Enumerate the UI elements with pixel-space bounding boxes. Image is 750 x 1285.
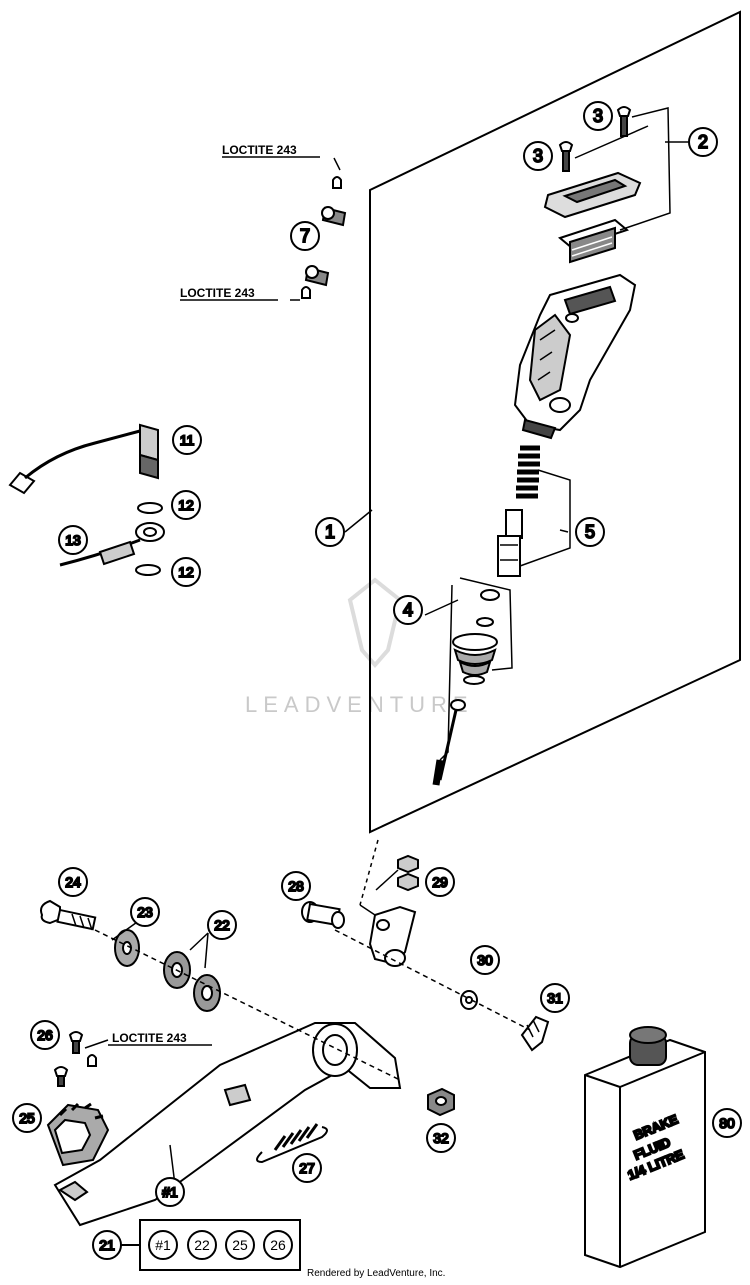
- svg-text:13: 13: [65, 532, 81, 548]
- svg-text:26: 26: [270, 1237, 286, 1253]
- kit-item-2[interactable]: 22: [187, 1230, 217, 1260]
- svg-text:29: 29: [432, 874, 448, 890]
- brake-fluid-can: BRAKE FLUID 1/4 LITRE: [584, 1026, 706, 1269]
- callout-26[interactable]: 26: [30, 1020, 60, 1050]
- svg-text:22: 22: [194, 1237, 210, 1253]
- callout-25[interactable]: 25: [12, 1103, 42, 1133]
- svg-text:#1: #1: [155, 1237, 171, 1253]
- svg-text:2: 2: [698, 132, 708, 152]
- callout-11[interactable]: 11: [172, 425, 202, 455]
- callout-28[interactable]: 28: [281, 871, 311, 901]
- callout-3-top[interactable]: 3: [583, 101, 613, 131]
- callout-1[interactable]: 1: [315, 517, 345, 547]
- svg-text:4: 4: [403, 600, 413, 620]
- svg-text:23: 23: [137, 904, 153, 920]
- svg-text:21: 21: [99, 1237, 115, 1253]
- svg-text:27: 27: [299, 1160, 315, 1176]
- callout-31[interactable]: 31: [540, 983, 570, 1013]
- callout-24[interactable]: 24: [58, 867, 88, 897]
- callout-12-top[interactable]: 12: [171, 490, 201, 520]
- piston-spring: [516, 445, 540, 499]
- loctite-label-bottom: LOCTITE 243: [108, 1031, 212, 1046]
- svg-text:31: 31: [547, 990, 563, 1006]
- svg-text:22: 22: [214, 917, 230, 933]
- master-cylinder-body: [513, 273, 637, 440]
- svg-text:25: 25: [19, 1110, 35, 1126]
- kit-item-4[interactable]: 26: [263, 1230, 293, 1260]
- callout-29[interactable]: 29: [425, 867, 455, 897]
- callout-5[interactable]: 5: [575, 517, 605, 547]
- screw-7-group: [290, 157, 347, 301]
- screw-3-left: [558, 141, 574, 172]
- callout-13[interactable]: 13: [58, 525, 88, 555]
- svg-text:11: 11: [180, 432, 195, 448]
- brake-switch-group: [8, 423, 165, 576]
- callout-7[interactable]: 7: [290, 221, 320, 251]
- callout-21[interactable]: 21: [92, 1230, 122, 1260]
- svg-text:28: 28: [288, 878, 304, 894]
- lower-leader-lines: [84, 869, 531, 1186]
- callout-12-bottom[interactable]: 12: [171, 557, 201, 587]
- callout-22[interactable]: 22: [207, 910, 237, 940]
- seal-ring: [476, 589, 500, 627]
- loctite-label-top: LOCTITE 243: [222, 143, 320, 158]
- callout-2[interactable]: 2: [688, 127, 718, 157]
- callout-30[interactable]: 30: [470, 945, 500, 975]
- footer-credit: Rendered by LeadVenture, Inc.: [307, 1268, 445, 1279]
- svg-text:24: 24: [65, 874, 81, 890]
- callout-23[interactable]: 23: [130, 897, 160, 927]
- dust-boot: [452, 633, 498, 685]
- loctite-text-bottom: LOCTITE 243: [112, 1031, 187, 1045]
- watermark-logo-icon: [347, 577, 403, 669]
- kit-box: #1 22 25 26: [121, 1219, 301, 1271]
- loctite-text-mid: LOCTITE 243: [180, 286, 255, 300]
- svg-text:7: 7: [300, 226, 310, 246]
- svg-text:3: 3: [593, 106, 603, 126]
- callout-27[interactable]: 27: [292, 1153, 322, 1183]
- watermark: LEADVENTURE: [245, 577, 474, 717]
- svg-text:30: 30: [477, 952, 493, 968]
- kit-item-1[interactable]: #1: [148, 1230, 178, 1260]
- loctite-label-mid: LOCTITE 243: [180, 286, 278, 301]
- screw-3-top: [616, 106, 632, 137]
- reservoir-cover: [543, 171, 642, 219]
- piston: [497, 509, 523, 577]
- svg-text:26: 26: [37, 1027, 53, 1043]
- svg-text:32: 32: [433, 1130, 449, 1146]
- callout-hash-1[interactable]: #1: [155, 1177, 185, 1207]
- svg-text:5: 5: [585, 522, 595, 542]
- callout-4[interactable]: 4: [393, 595, 423, 625]
- callout-32[interactable]: 32: [426, 1123, 456, 1153]
- callout-80[interactable]: 80: [712, 1108, 742, 1138]
- leader-lines: [344, 107, 690, 906]
- svg-text:80: 80: [719, 1115, 735, 1131]
- callout-3-left[interactable]: 3: [523, 141, 553, 171]
- svg-text:1: 1: [325, 522, 335, 542]
- pedal-group: [40, 854, 550, 1227]
- loctite-text-top: LOCTITE 243: [222, 143, 297, 157]
- reservoir-diaphragm: [557, 218, 630, 264]
- assembly-panel: [369, 10, 741, 834]
- kit-item-3[interactable]: 25: [225, 1230, 255, 1260]
- callouts: 1 2 3 3 4 5 7 11 12 12 13 21 22 23 24 25…: [12, 101, 742, 1260]
- svg-text:12: 12: [178, 564, 194, 580]
- svg-text:3: 3: [533, 146, 543, 166]
- svg-text:25: 25: [232, 1237, 248, 1253]
- svg-text:12: 12: [178, 497, 194, 513]
- svg-text:#1: #1: [162, 1184, 178, 1200]
- watermark-text: LEADVENTURE: [245, 692, 474, 717]
- master-cylinder-group: [432, 106, 642, 786]
